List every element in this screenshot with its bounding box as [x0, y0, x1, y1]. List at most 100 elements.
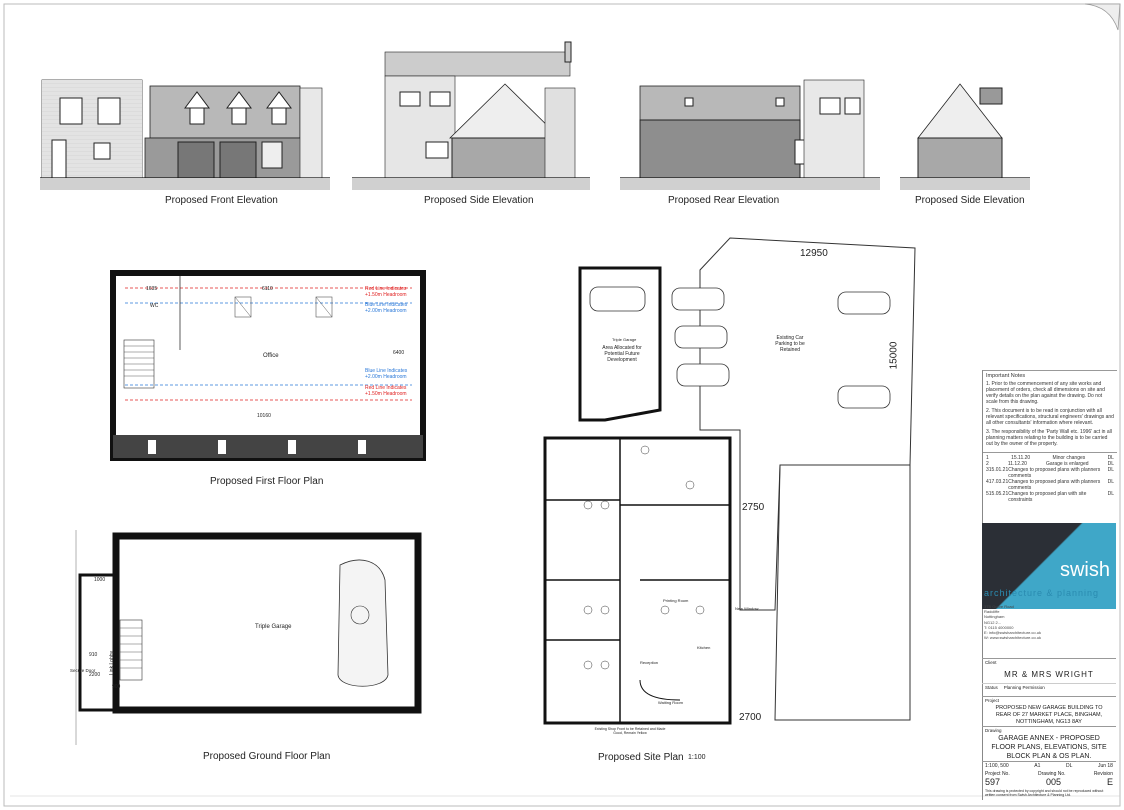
rear-elevation-caption: Proposed Rear Elevation	[668, 195, 780, 206]
blue-line-top: Blue Line Indicates	[365, 302, 408, 308]
side-elevation-1	[352, 41, 590, 190]
status-row: Status Planning Permission	[982, 683, 1116, 691]
note-3: 3. The responsibility of the 'Party Wall…	[986, 429, 1112, 447]
date-value: Jun 18	[1097, 763, 1113, 769]
sheet-border	[3, 3, 1121, 807]
notes-title: Important Notes	[986, 373, 1026, 379]
drawing-label: Drawing	[985, 728, 1002, 733]
dim-2750: 2750	[742, 502, 765, 513]
site-plan	[543, 237, 916, 725]
drawn-value: DL	[1065, 763, 1073, 769]
status-label: Status	[985, 685, 998, 690]
revision-letter: E	[1106, 777, 1113, 787]
dim-12950: 12950	[800, 248, 828, 259]
contact-line: T: 0115 4000000	[984, 624, 1014, 630]
red-line-bottom: Red Line Indicates	[365, 385, 407, 391]
blue-line-bottom: Blue Line Indicates	[365, 368, 408, 374]
dim-6400: 6400	[393, 350, 405, 356]
site-triple-garage-label: Triple Garage	[612, 337, 637, 342]
secure-door-label: Secure Door	[70, 668, 96, 673]
front-elevation	[40, 79, 330, 190]
client-label: Client	[985, 660, 997, 665]
address-line: Nottingham	[984, 614, 1005, 620]
page-curl	[1084, 3, 1121, 31]
important-notes: Important Notes 1. Prior to the commence…	[983, 370, 1117, 452]
link-lobby-label: Link Lobby	[109, 650, 116, 676]
office-label: Office	[263, 353, 279, 359]
existing-shopfront-label: Existing Shop Front to be Retained and M…	[594, 727, 666, 735]
drawing-section: Drawing GARAGE ANNEX - PROPOSED FLOOR PL…	[982, 726, 1116, 762]
dim-10160: 10160	[257, 413, 271, 419]
kitchen-label: Kitchen	[697, 645, 711, 650]
site-plan-caption: Proposed Site Plan	[598, 752, 684, 763]
drawing-meta: 1:100, 500 A1 DL Jun 18 Project No. Draw…	[982, 761, 1116, 798]
dim-15000: 15000	[888, 341, 900, 370]
dim-1635: 1635	[146, 286, 158, 292]
drawing-title: GARAGE ANNEX - PROPOSED FLOOR PLANS, ELE…	[991, 735, 1107, 760]
red-line-top-value: +1.50m Headroom	[365, 292, 407, 298]
side-elevation-2-caption: Proposed Side Elevation	[915, 195, 1025, 206]
front-elevation-caption: Proposed Front Elevation	[165, 195, 278, 206]
project-label: Project	[985, 698, 1000, 703]
ground-floor-plan	[75, 530, 422, 745]
number-values: 597 005 E	[985, 777, 1113, 787]
red-line-top: Red Line Indicates	[365, 286, 407, 292]
first-floor-plan	[110, 270, 426, 461]
brand-logo: swish	[982, 523, 1116, 609]
triple-garage-label: Triple Garage	[255, 624, 292, 630]
waiting-room-label: Waiting Room	[658, 700, 683, 705]
printing-room-label: Printing Room	[663, 598, 689, 603]
rear-elevation	[620, 79, 880, 190]
blue-line-bottom-value: +2.00m Headroom	[365, 374, 407, 380]
title-block: Important Notes 1. Prior to the commence…	[982, 370, 1117, 800]
status-value: Planning Permission	[1003, 685, 1045, 690]
side-elevation-2	[900, 83, 1030, 190]
dim-6110: 6110	[262, 286, 273, 292]
address-line: Radcliffe	[984, 609, 1000, 615]
car-outline-icon	[337, 559, 389, 687]
ground-floor-caption: Proposed Ground Floor Plan	[203, 751, 331, 762]
reception-label: Reception	[640, 660, 659, 665]
client-name: MR & MRS WRIGHT	[1004, 670, 1094, 679]
contact-line: E: info@swisharchitecture.co.uk	[984, 629, 1041, 635]
brand-subtitle: architecture & planning	[984, 588, 1100, 598]
project-value: PROPOSED NEW GARAGE BUILDING TO REAR OF …	[995, 705, 1103, 725]
drawing-number: 005	[1045, 777, 1062, 787]
address-line: 37B Grove Road	[984, 604, 1014, 609]
site-plan-scale: 1:100	[688, 754, 706, 761]
wc-label: WC	[150, 303, 159, 309]
first-floor-caption: Proposed First Floor Plan	[210, 476, 324, 487]
project-number: 597	[985, 777, 1001, 787]
dim-1000: 1000	[94, 577, 106, 583]
dim-910: 910	[89, 652, 98, 658]
future-development-label: Area Allocated for Potential Future Deve…	[602, 345, 642, 363]
scale-value: 1:100, 500	[985, 763, 1009, 769]
red-line-bottom-value: +1.50m Headroom	[365, 391, 407, 397]
project-section: Project PROPOSED NEW GARAGE BUILDING TO …	[982, 696, 1116, 727]
dim-900: 900	[112, 684, 121, 690]
dim-2200: 2200	[89, 672, 101, 678]
brand-name: swish	[1059, 559, 1110, 581]
note-1: 1. Prior to the commencement of any site…	[986, 381, 1105, 405]
number-labels: Project No. Drawing No. Revision	[985, 771, 1113, 777]
note-2: 2. This document is to be read in conjun…	[986, 408, 1114, 426]
sheet-value: A1	[1034, 763, 1041, 769]
blue-line-top-value: +2.00m Headroom	[365, 308, 407, 314]
new-window-label: New Window	[735, 606, 759, 611]
side-elevation-1-caption: Proposed Side Elevation	[424, 195, 534, 206]
copyright-footer: This drawing is protected by copyright a…	[985, 789, 1104, 798]
contact-line: W: www.swisharchitecture.co.uk	[984, 635, 1042, 641]
client-section: Client MR & MRS WRIGHT Status Planning P…	[982, 658, 1116, 691]
scale-row: 1:100, 500 A1 DL Jun 18	[985, 763, 1113, 769]
company-contact: 37B Grove Road Radcliffe Nottingham NG12…	[984, 604, 1114, 640]
dim-2700: 2700	[739, 712, 762, 723]
existing-parking-label: Existing Car Parking to be Retained	[775, 335, 805, 353]
address-line: NG12 2...	[984, 619, 1002, 625]
